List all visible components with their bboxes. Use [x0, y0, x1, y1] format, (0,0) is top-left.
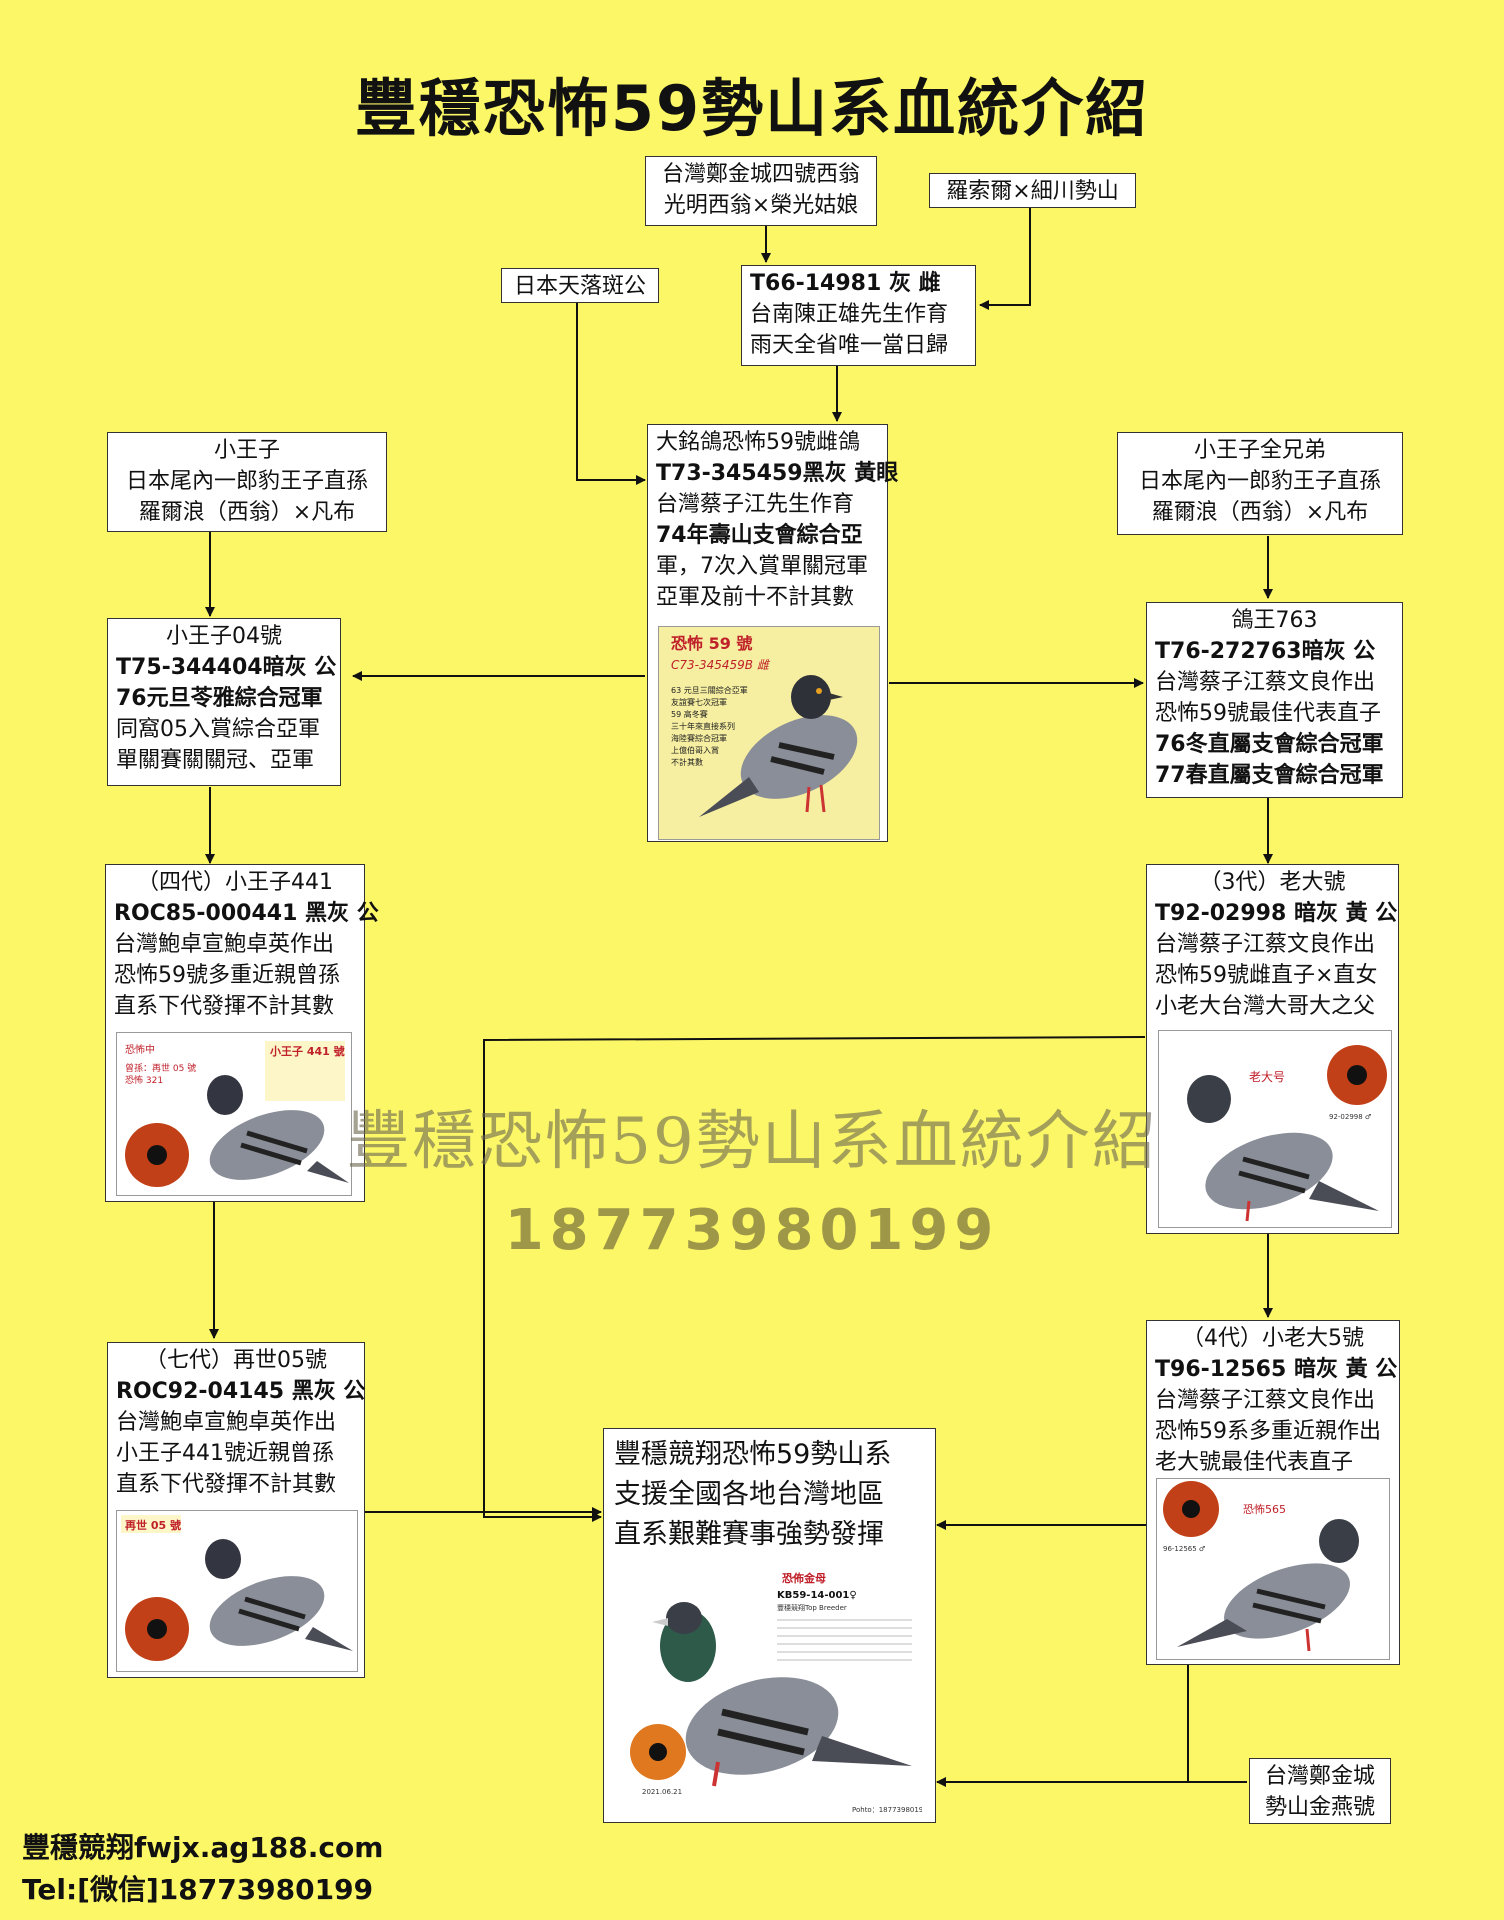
node-xwz: 小王子 日本尾內一郎豹王子直孫 羅爾浪（西翁）×凡布 — [107, 432, 387, 532]
pigeon-illustration — [652, 1602, 912, 1787]
svg-text:再世 05 號: 再世 05 號 — [125, 1518, 181, 1532]
svg-text:不計其數: 不計其數 — [671, 757, 703, 767]
svg-text:恐怖中: 恐怖中 — [125, 1043, 155, 1056]
photo-xld5: 96-12565 ♂ 恐怖565 — [1156, 1478, 1390, 1660]
svg-text:曾孫：再世 05 號: 曾孫：再世 05 號 — [125, 1062, 196, 1074]
svg-text:92-02998 ♂: 92-02998 ♂ — [1329, 1113, 1371, 1121]
watermark-title: 豐穩恐怖59勢山系血統介紹 — [346, 1105, 1158, 1179]
page-title: 豐穩恐怖59勢山系血統介紹 — [354, 72, 1150, 145]
svg-text:Pohto：18773980199: Pohto：18773980199 — [852, 1806, 922, 1814]
watermark-phone: 18773980199 — [504, 1198, 1000, 1263]
footer-phone: Tel:[微信]18773980199 — [22, 1873, 374, 1906]
svg-text:三十年來直接系列: 三十年來直接系列 — [671, 721, 735, 731]
edge-luosuoer-t66 — [979, 206, 1031, 310]
pigeon-illustration — [205, 1539, 353, 1651]
svg-text:恐佈金母: 恐佈金母 — [782, 1571, 826, 1585]
node-t66: T66-14981 灰 雌 台南陳正雄先生作育 雨天全省唯一當日歸 — [741, 265, 976, 366]
edge-ldh-final — [483, 1036, 1146, 1522]
node-gw763: 鴿王763 T76-272763暗灰 公 台灣蔡子江蔡文良作出 恐怖59號最佳代… — [1146, 602, 1403, 798]
svg-text:上億伯哥入賞: 上億伯哥入賞 — [671, 745, 719, 755]
svg-text:2021.06.21: 2021.06.21 — [642, 1788, 682, 1796]
footer-website: 豐穩競翔fwjx.ag188.com — [22, 1831, 384, 1864]
pigeon-illustration — [207, 1075, 349, 1183]
pigeon-illustration — [1187, 1075, 1379, 1222]
svg-text:老大号: 老大号 — [1249, 1070, 1285, 1084]
pigeon-illustration — [1177, 1519, 1359, 1652]
svg-text:友誼賽七次冠軍: 友誼賽七次冠軍 — [671, 697, 727, 707]
photo-ring: C73-345459B 雌 — [671, 658, 771, 672]
node-xwzqx: 小王子全兄弟 日本尾內一郎豹王子直孫 羅爾浪（西翁）×凡布 — [1117, 432, 1403, 535]
svg-text:小王子 441 號: 小王子 441 號 — [269, 1044, 345, 1058]
svg-text:96-12565 ♂: 96-12565 ♂ — [1163, 1545, 1205, 1553]
svg-text:恐怖 321: 恐怖 321 — [125, 1074, 163, 1086]
node-jinyan: 台灣鄭金城 勢山金燕號 — [1249, 1758, 1391, 1824]
svg-text:KB59-14-001♀: KB59-14-001♀ — [777, 1590, 857, 1601]
eye-illustration — [125, 1123, 189, 1187]
eye-illustration — [125, 1597, 189, 1661]
node-xwz04: 小王子04號 T75-344404暗灰 公 76元旦苓雅綜合冠軍 同窩05入賞綜… — [107, 618, 341, 786]
edge-riben-dam59 — [576, 302, 646, 485]
photo-final: 恐佈金母 KB59-14-001♀ 豐穩競翔Top Breeder 2021.0… — [622, 1566, 922, 1816]
photo-xwz441: 恐怖中 曾孫：再世 05 號 恐怖 321 小王子 441 號 — [116, 1032, 352, 1196]
svg-text:海陸賽綜合冠軍: 海陸賽綜合冠軍 — [671, 733, 727, 743]
svg-text:恐怖565: 恐怖565 — [1243, 1502, 1286, 1516]
node-riben: 日本天落斑公 — [501, 268, 659, 303]
pigeon-illustration — [699, 675, 858, 817]
photo-kongbu59: 恐怖 59 號 C73-345459B 雌 63 元旦三關綜合亞軍 友誼賽七次冠… — [658, 626, 880, 840]
eye-illustration — [1327, 1045, 1387, 1105]
eye-illustration — [1163, 1481, 1219, 1537]
photo-name: 恐怖 59 號 — [671, 634, 752, 653]
svg-text:豐穩競翔Top Breeder: 豐穩競翔Top Breeder — [777, 1603, 847, 1612]
node-luosuoer: 羅索爾×細川勢山 — [929, 173, 1136, 208]
svg-text:59 高冬賽: 59 高冬賽 — [671, 709, 708, 719]
photo-ldh: 老大号 92-02998 ♂ — [1158, 1030, 1392, 1228]
eye-illustration — [630, 1724, 686, 1780]
node-xiweng: 台灣鄭金城四號西翁 光明西翁×榮光姑娘 — [645, 156, 877, 226]
svg-text:63 元旦三關綜合亞軍: 63 元旦三關綜合亞軍 — [671, 685, 748, 695]
photo-zs05: 再世 05 號 — [116, 1510, 358, 1672]
